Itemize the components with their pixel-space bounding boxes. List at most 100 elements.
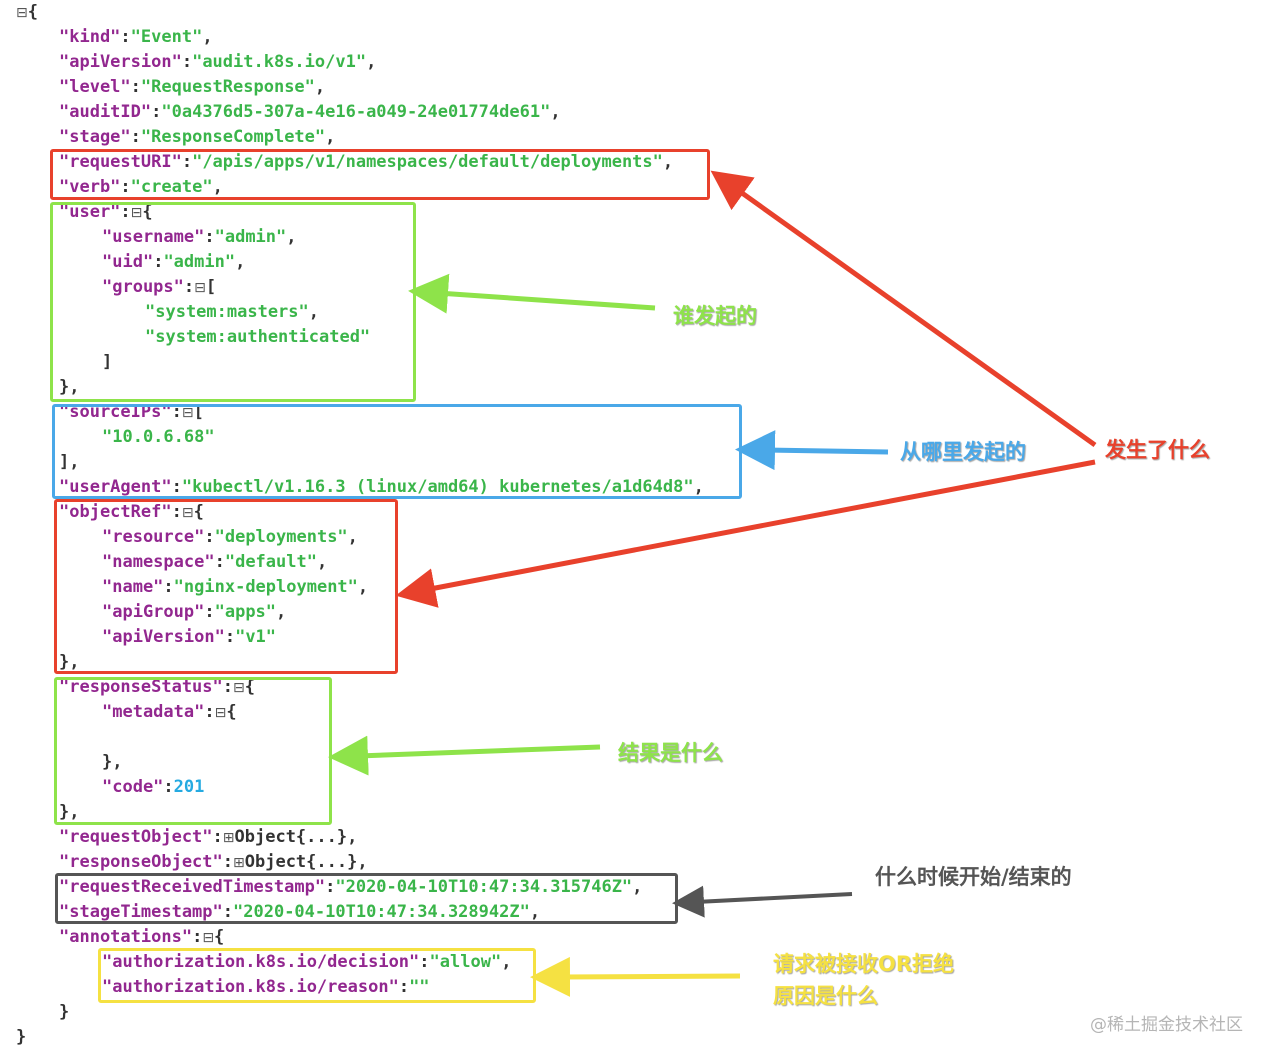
json-punct: ,	[662, 152, 674, 172]
json-punct: ,	[286, 227, 297, 247]
json-punct: :	[120, 27, 131, 47]
json-key: "apiVersion"	[102, 627, 225, 647]
code-line: "authorization.k8s.io/decision":"allow",	[102, 950, 511, 975]
json-key: "code"	[102, 777, 164, 797]
collapse-icon[interactable]: ⊟	[194, 280, 206, 296]
json-string: "Event"	[130, 27, 203, 47]
json-punct: :	[214, 552, 225, 572]
json-key: "apiGroup"	[102, 602, 205, 622]
code-line: "objectRef":⊟{	[59, 500, 204, 526]
arrow-result	[328, 735, 601, 776]
label-accepted-rejected: 请求被接收OR拒绝	[773, 952, 955, 976]
json-punct: },	[59, 802, 80, 822]
collapse-icon[interactable]: ⊟	[233, 680, 245, 696]
code-line: "requestObject":⊞Object{...},	[59, 825, 357, 851]
json-punct: :	[204, 702, 215, 722]
json-punct: ,	[325, 127, 336, 147]
json-key: "sourceIPs"	[59, 402, 172, 422]
collapse-icon[interactable]: ⊟	[202, 930, 215, 946]
json-punct: :	[325, 877, 336, 897]
label-result: 结果是什么	[618, 741, 723, 765]
json-key: "metadata"	[102, 702, 205, 722]
collapse-icon[interactable]: ⊟	[181, 405, 194, 421]
code-line: "apiVersion":"audit.k8s.io/v1",	[59, 50, 376, 75]
json-punct: :	[183, 277, 195, 297]
json-key: "authorization.k8s.io/decision"	[102, 952, 420, 972]
code-line: ⊟{	[16, 0, 38, 26]
code-line: }	[16, 1025, 26, 1050]
json-key: "requestURI"	[59, 152, 182, 172]
json-string: "2020-04-10T10:47:34.315746Z"	[335, 877, 633, 897]
code-line: "name":"nginx-deployment",	[102, 575, 368, 600]
code-line: "verb":"create",	[59, 175, 223, 200]
json-punct: ,	[314, 77, 326, 97]
json-key: "verb"	[59, 177, 121, 197]
json-punct: :	[120, 177, 131, 197]
code-line: "annotations":⊟{	[59, 925, 224, 951]
json-key: "stage"	[59, 127, 131, 147]
json-punct: :	[224, 627, 236, 647]
collapse-icon[interactable]: ⊟	[130, 205, 143, 221]
arrow-when	[672, 885, 853, 918]
json-punct: ,	[235, 252, 246, 272]
json-key: "username"	[102, 227, 205, 247]
code-line: "userAgent":"kubectl/v1.16.3 (linux/amd6…	[59, 475, 704, 500]
json-punct: ,	[316, 552, 328, 572]
json-punct: :	[222, 902, 234, 922]
expand-icon[interactable]: ⊞	[233, 855, 245, 871]
label-who-initiated: 谁发起的	[673, 304, 757, 328]
json-key: "objectRef"	[59, 502, 172, 522]
json-punct: ,	[529, 902, 541, 922]
code-line: },	[59, 800, 79, 825]
json-punct: :	[204, 227, 215, 247]
code-line: "auditID":"0a4376d5-307a-4e16-a049-24e01…	[59, 100, 561, 125]
json-string: "deployments"	[214, 527, 348, 547]
arrow-what-to-request-uri	[710, 170, 1097, 448]
code-line: "metadata":⊟{	[102, 700, 237, 726]
expand-icon[interactable]: ⊞	[222, 830, 235, 846]
label-when: 什么时候开始/结束的	[875, 865, 1072, 889]
label-reason: 原因是什么	[773, 984, 878, 1008]
json-punct: ,	[501, 952, 512, 972]
json-punct: },	[59, 652, 80, 672]
json-key: "level"	[59, 77, 131, 97]
json-number: 201	[173, 777, 205, 797]
json-string: "apps"	[214, 602, 277, 622]
json-punct: :	[130, 77, 141, 97]
code-line: "stageTimestamp":"2020-04-10T10:47:34.32…	[59, 900, 540, 925]
arrow-who	[408, 273, 656, 314]
code-line: "uid":"admin",	[102, 250, 245, 275]
json-punct: :	[151, 102, 162, 122]
json-key: "auditID"	[59, 102, 152, 122]
json-string: "2020-04-10T10:47:34.328942Z"	[233, 902, 530, 922]
code-line: "user":⊟{	[59, 200, 153, 226]
code-line: "sourceIPs":⊟[	[59, 400, 204, 426]
json-string: "/apis/apps/v1/namespaces/default/deploy…	[192, 152, 663, 172]
json-punct: },	[102, 752, 123, 772]
json-string: "system:authenticated"	[145, 327, 371, 347]
json-string: "0a4376d5-307a-4e16-a049-24e01774de61"	[161, 102, 551, 122]
json-punct: [	[205, 277, 217, 297]
json-punct: Object{...},	[244, 852, 368, 872]
arrow-what-to-object-ref	[395, 459, 1096, 608]
collapse-icon[interactable]: ⊟	[16, 5, 28, 21]
json-punct: ,	[550, 102, 561, 122]
json-string: "admin"	[214, 227, 287, 247]
json-punct: :	[419, 952, 430, 972]
json-punct: [	[193, 402, 204, 422]
label-what-happened: 发生了什么	[1105, 438, 1210, 462]
code-line: "apiVersion":"v1"	[102, 625, 276, 650]
json-punct: {	[142, 202, 153, 222]
json-punct: {	[214, 927, 225, 947]
json-punct: }	[59, 1002, 70, 1022]
json-punct: :	[120, 202, 131, 222]
json-key: "stageTimestamp"	[59, 902, 223, 922]
json-string: "audit.k8s.io/v1"	[192, 52, 367, 72]
code-line: "system:authenticated"	[145, 325, 370, 350]
collapse-icon[interactable]: ⊟	[214, 705, 227, 721]
json-string: "nginx-deployment"	[173, 577, 358, 597]
code-line: "responseObject":⊞Object{...},	[59, 850, 368, 876]
collapse-icon[interactable]: ⊟	[181, 505, 194, 521]
json-punct: :	[163, 777, 174, 797]
